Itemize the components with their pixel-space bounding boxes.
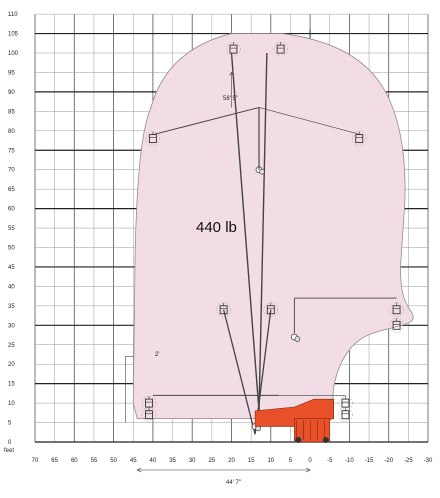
y-tick-label: 55 <box>8 226 15 232</box>
platform-basket-top-left <box>226 41 241 57</box>
x-tick-label: 30 <box>189 458 196 464</box>
boom-line <box>258 52 268 411</box>
y-tick-label: 75 <box>8 148 15 154</box>
x-tick-label: -20 <box>384 458 393 464</box>
y-tick-label: 85 <box>8 109 15 115</box>
y-tick-label: 70 <box>8 168 15 174</box>
y-tick-label: 20 <box>8 362 15 368</box>
x-tick-label: 10 <box>267 458 274 464</box>
y-tick-label: 90 <box>8 90 15 96</box>
y-tick-label: 30 <box>8 323 15 329</box>
x-tick-label: 15 <box>248 458 255 464</box>
boom-line <box>152 106 260 136</box>
x-tick-label: -30 <box>424 458 433 464</box>
y-tick-label: 40 <box>8 284 15 290</box>
outreach-dimension: 44' 7" <box>226 480 241 486</box>
x-tick-label: 25 <box>209 458 216 464</box>
platform-dimension: 2' <box>155 352 159 358</box>
jib-knuckle <box>291 333 301 342</box>
capacity-label: 440 lb <box>196 219 237 236</box>
platform-basket-mid-right <box>263 302 279 317</box>
y-tick-label: 80 <box>8 129 15 135</box>
x-tick-label: 65 <box>51 458 58 464</box>
y-tick-label: 15 <box>8 382 15 388</box>
platform-basket-top-right <box>273 41 288 57</box>
platform-basket-low-left-2 <box>141 407 157 423</box>
x-tick-label: 40 <box>150 458 157 464</box>
boom-line <box>230 52 260 411</box>
y-tick-label: 35 <box>8 304 15 310</box>
x-tick-label: 45 <box>130 458 137 464</box>
platform-basket-upper-left <box>145 131 161 146</box>
platform-basket-mid-left <box>216 302 231 317</box>
y-axis-labels: 1101051009590858075706560555045403530252… <box>8 12 19 446</box>
x-tick-label: -25 <box>404 458 413 464</box>
x-tick-label: 50 <box>110 458 117 464</box>
boom-line <box>258 107 362 135</box>
y-tick-label: 50 <box>8 246 15 252</box>
y-tick-label: 10 <box>8 401 15 407</box>
y-tick-label: 100 <box>8 51 19 57</box>
platform-basket-low-right-2 <box>338 407 353 423</box>
platform-basket-low-left <box>141 395 157 411</box>
machine-base <box>254 398 334 444</box>
y-tick-label: 65 <box>8 187 15 193</box>
x-tick-label: 0 <box>308 458 312 464</box>
y-tick-label: 0 <box>8 440 12 446</box>
x-tick-label: 5 <box>289 458 293 464</box>
jib-knuckle <box>255 166 265 175</box>
boom-line <box>223 309 256 435</box>
height-dimension: 58' 5" <box>223 96 238 102</box>
y-tick-label: 95 <box>8 70 15 76</box>
y-tick-label: 45 <box>8 265 15 271</box>
platform-basket-low-right <box>338 395 353 411</box>
x-tick-label: 20 <box>228 458 235 464</box>
y-tick-label: 5 <box>8 421 12 427</box>
x-tick-label: 70 <box>32 458 39 464</box>
platform-basket-mid-far-right <box>389 302 404 317</box>
y-tick-label: 105 <box>8 32 19 38</box>
y-tick-label: 25 <box>8 343 15 349</box>
platform-basket-upper-right <box>351 131 367 146</box>
x-tick-label: -5 <box>327 458 333 464</box>
unit-label: feet <box>4 448 14 454</box>
working-envelope <box>132 33 414 420</box>
x-tick-label: 60 <box>71 458 78 464</box>
x-tick-label: 35 <box>169 458 176 464</box>
platform-basket-mid-far-right-low <box>389 318 404 333</box>
x-tick-label: -10 <box>345 458 354 464</box>
x-tick-label: -15 <box>365 458 374 464</box>
y-tick-label: 60 <box>8 207 15 213</box>
x-tick-label: 55 <box>91 458 98 464</box>
y-tick-label: 110 <box>8 12 18 18</box>
